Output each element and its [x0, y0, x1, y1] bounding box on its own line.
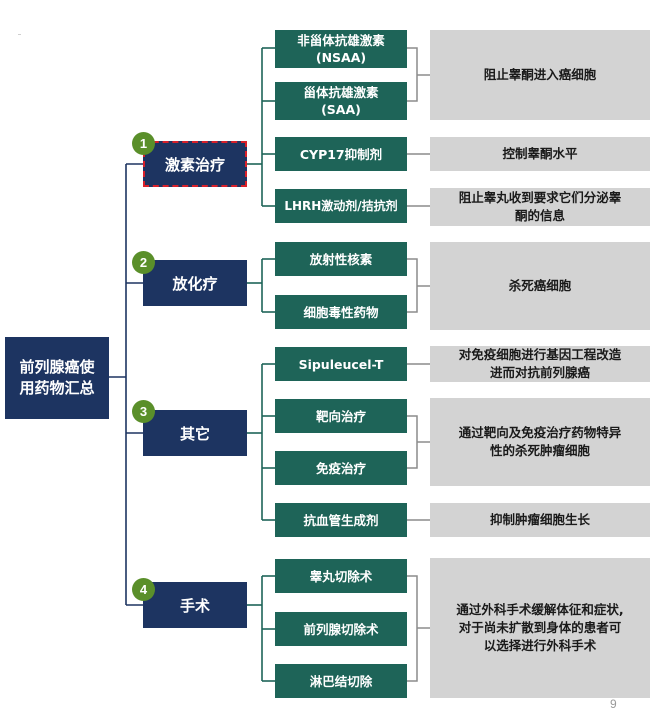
effect-block-testosterone: 阻止睾酮进入癌细胞 — [430, 30, 650, 120]
drug-sipuleucel-t: Sipuleucel-T — [275, 347, 407, 381]
drug-radionuclide: 放射性核素 — [275, 242, 407, 276]
effect-block-signal: 阻止睾丸收到要求它们分泌睾 酮的信息 — [430, 188, 650, 226]
drug-prostatectomy: 前列腺切除术 — [275, 612, 407, 646]
category-number-badge: 3 — [132, 400, 155, 423]
root-label: 前列腺癌使用药物汇总 — [19, 358, 95, 397]
category-other: 其它 — [143, 410, 247, 456]
drug-targeted-therapy: 靶向治疗 — [275, 399, 407, 433]
category-radio-chemo: 放化疗 — [143, 260, 247, 306]
drug-immunotherapy: 免疫治疗 — [275, 451, 407, 485]
category-label: 激素治疗 — [164, 155, 225, 174]
category-hormone-therapy: 激素治疗 — [143, 141, 247, 187]
effect-kill-cancer-cells: 杀死癌细胞 — [430, 242, 650, 330]
category-number-badge: 1 — [132, 132, 155, 155]
drug-saa: 甾体抗雄激素 (SAA) — [275, 82, 407, 120]
drug-anti-angiogenic: 抗血管生成剂 — [275, 503, 407, 537]
drug-cyp17-inhibitor: CYP17抑制剂 — [275, 137, 407, 171]
root-node: 前列腺癌使用药物汇总 — [5, 337, 109, 419]
effect-surgery-relief: 通过外科手术缓解体征和症状, 对于尚未扩散到身体的患者可 以选择进行外科手术 — [430, 558, 650, 698]
category-label: 放化疗 — [172, 274, 218, 293]
category-label: 手术 — [179, 596, 210, 615]
drug-nsaa: 非甾体抗雄激素 (NSAA) — [275, 30, 407, 68]
category-number-badge: 2 — [132, 251, 155, 274]
drug-cytotoxic: 细胞毒性药物 — [275, 295, 407, 329]
drug-orchiectomy: 睾丸切除术 — [275, 559, 407, 593]
drug-lymphadenectomy: 淋巴结切除 — [275, 664, 407, 698]
corner-mark — [18, 34, 21, 35]
page-number: 9 — [610, 697, 617, 711]
drug-lhrh: LHRH激动剂/拮抗剂 — [275, 189, 407, 223]
category-surgery: 手术 — [143, 582, 247, 628]
effect-targeted-kill: 通过靶向及免疫治疗药物特异 性的杀死肿瘤细胞 — [430, 398, 650, 486]
effect-inhibit-growth: 抑制肿瘤细胞生长 — [430, 503, 650, 537]
category-label: 其它 — [179, 424, 210, 443]
effect-control-testosterone: 控制睾酮水平 — [430, 137, 650, 171]
category-number-badge: 4 — [132, 578, 155, 601]
effect-gene-engineering: 对免疫细胞进行基因工程改造 进而对抗前列腺癌 — [430, 346, 650, 382]
